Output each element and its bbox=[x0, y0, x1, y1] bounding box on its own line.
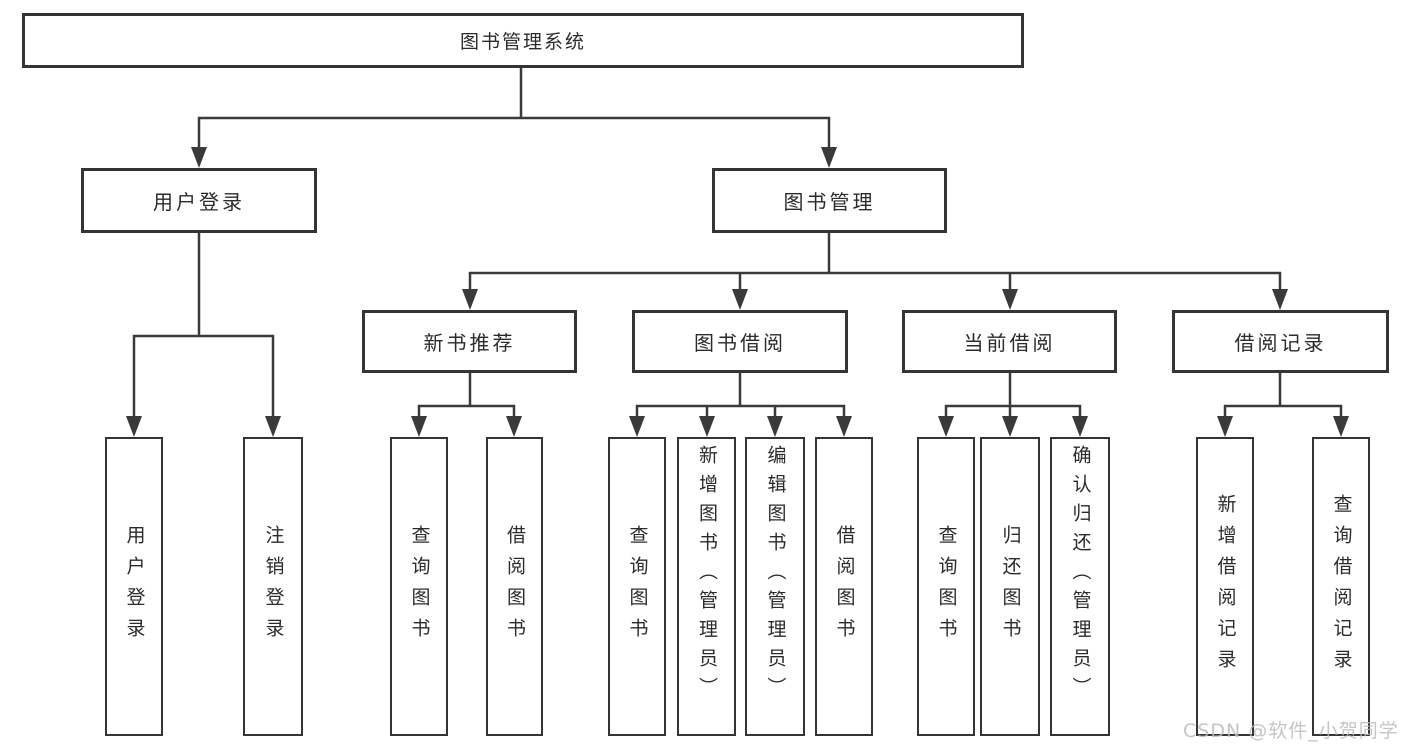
node-leaf-borrow-books-1: 借阅图书 bbox=[486, 437, 543, 736]
node-label: 借阅记录 bbox=[1234, 331, 1327, 355]
connector-newbooks-to-leaves bbox=[411, 373, 522, 437]
node-current-borrowing: 当前借阅 bbox=[902, 310, 1117, 373]
connector-borrowrecords-to-leaves bbox=[1217, 373, 1349, 437]
node-label: 编辑图书（管理员） bbox=[764, 445, 787, 706]
node-label: 查询借阅记录 bbox=[1330, 493, 1353, 680]
connector-bookmgmt-to-level3 bbox=[462, 232, 1288, 310]
node-label: 查询图书 bbox=[626, 524, 649, 649]
node-leaf-add-book-admin: 新增图书（管理员） bbox=[677, 437, 736, 736]
node-label: 图书管理系统 bbox=[459, 31, 586, 53]
node-leaf-query-books-2: 查询图书 bbox=[608, 437, 666, 736]
node-label: 用户登录 bbox=[123, 524, 146, 649]
connector-currentborrow-to-leaves bbox=[938, 373, 1088, 437]
node-label: 借阅图书 bbox=[833, 524, 856, 649]
node-label: 新增图书（管理员） bbox=[696, 445, 718, 706]
csdn-watermark: CSDN @软件_小贺同学 bbox=[1183, 720, 1399, 742]
node-book-borrowing: 图书借阅 bbox=[632, 310, 848, 373]
node-user-login: 用户登录 bbox=[81, 168, 317, 233]
node-book-management: 图书管理 bbox=[712, 168, 947, 233]
node-borrowing-records: 借阅记录 bbox=[1172, 310, 1389, 373]
connector-root-to-level2 bbox=[191, 68, 837, 168]
node-leaf-add-borrow-record: 新增借阅记录 bbox=[1196, 437, 1254, 736]
node-label: 图书管理 bbox=[783, 190, 876, 214]
node-leaf-query-borrow-record: 查询借阅记录 bbox=[1312, 437, 1370, 736]
node-leaf-query-books-3: 查询图书 bbox=[917, 437, 975, 736]
node-leaf-return-book: 归还图书 bbox=[980, 437, 1040, 736]
node-label: 归还图书 bbox=[999, 524, 1022, 649]
node-label: 注销登录 bbox=[262, 524, 285, 649]
node-leaf-query-books-1: 查询图书 bbox=[390, 437, 448, 736]
node-leaf-edit-book-admin: 编辑图书（管理员） bbox=[745, 437, 805, 736]
node-label: 借阅图书 bbox=[504, 524, 526, 649]
node-label: 用户登录 bbox=[153, 190, 245, 214]
node-label: 当前借阅 bbox=[963, 331, 1056, 355]
node-label: 确认归还（管理员） bbox=[1069, 445, 1092, 706]
node-label: 新书推荐 bbox=[423, 331, 516, 355]
node-label: 图书借阅 bbox=[694, 331, 786, 355]
node-root-library-system: 图书管理系统 bbox=[22, 13, 1024, 68]
node-leaf-user-login: 用户登录 bbox=[105, 437, 163, 736]
connector-userlogin-to-leaves bbox=[126, 232, 281, 437]
node-new-book-recommendation: 新书推荐 bbox=[362, 310, 577, 373]
node-leaf-confirm-return-admin: 确认归还（管理员） bbox=[1050, 437, 1110, 736]
node-label: 查询图书 bbox=[408, 524, 431, 649]
connector-bookborrow-to-leaves bbox=[629, 373, 852, 437]
node-leaf-logout: 注销登录 bbox=[243, 437, 303, 736]
node-leaf-borrow-books-2: 借阅图书 bbox=[815, 437, 873, 736]
node-label: 查询图书 bbox=[935, 524, 958, 649]
node-label: 新增借阅记录 bbox=[1214, 493, 1237, 680]
